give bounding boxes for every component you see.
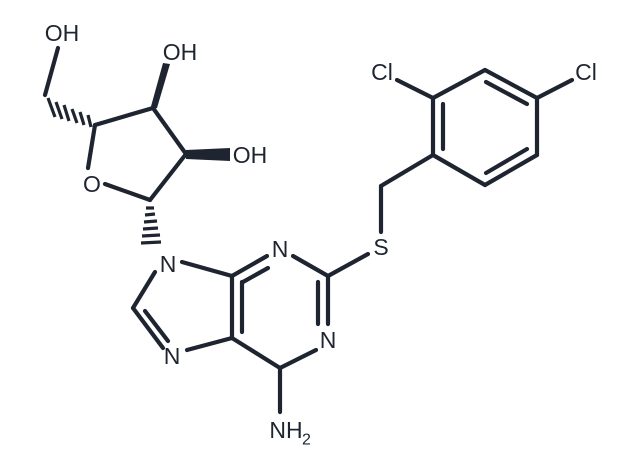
atom-oh-c2: OH (233, 142, 268, 168)
atom-nh2-main: NH (269, 417, 302, 443)
atom-oh-c3: OH (163, 39, 198, 65)
hashed-bond-c4-c5 (46, 97, 93, 128)
bond-ring-b-c (430, 67, 488, 101)
bond-c8-n7-inner (142, 308, 171, 344)
bond-ring-c-d-inner (483, 79, 530, 107)
bond-n9-c8 (130, 269, 158, 311)
bond-c4-n3 (229, 253, 270, 279)
atom-n9: N (160, 251, 177, 277)
bond-ring-e-f-inner (483, 146, 530, 176)
atom-n3: N (272, 236, 289, 262)
bond-c5-oh (42, 45, 61, 98)
bond-c8-n7 (130, 305, 166, 351)
atom-oh-top: OH (45, 20, 80, 46)
bond-ring-c-d (482, 67, 540, 101)
bond-o-c4 (85, 122, 98, 171)
bond-c2-c1 (147, 151, 189, 203)
bond-ring-cl-ortho (394, 77, 436, 101)
bond-c4-n9 (179, 259, 235, 279)
atom-n7: N (164, 343, 181, 369)
bond-ring-f-a (430, 152, 488, 188)
bond-c3-c2 (150, 105, 189, 157)
atom-cl-para: Cl (575, 59, 597, 85)
bond-n3-c2 (290, 253, 331, 279)
atom-nh2-subscript: 2 (302, 432, 311, 449)
wedge-c3-oh (150, 63, 170, 110)
bond-ch2-ring (378, 152, 436, 189)
bond-n1-c6 (277, 347, 319, 371)
atom-cl-ortho: Cl (371, 59, 393, 85)
bond-n7-c5 (184, 335, 235, 353)
wedge-c2-oh (186, 148, 230, 161)
bond-ring-e-f (482, 152, 540, 188)
bond-ring-cl-para (534, 77, 575, 101)
bond-c1-o (102, 181, 153, 203)
atom-s: S (373, 234, 388, 260)
bond-c4-c3 (92, 105, 156, 128)
bond-c2-s (325, 251, 371, 279)
atom-nh2: NH 2 (269, 417, 311, 449)
bond-c6-c5 (229, 335, 283, 371)
hashed-bond-c1-n9 (140, 206, 162, 245)
bond-c4-n3-inner (240, 265, 271, 285)
atom-o-ring: O (83, 171, 101, 197)
atom-n1: N (320, 327, 337, 353)
